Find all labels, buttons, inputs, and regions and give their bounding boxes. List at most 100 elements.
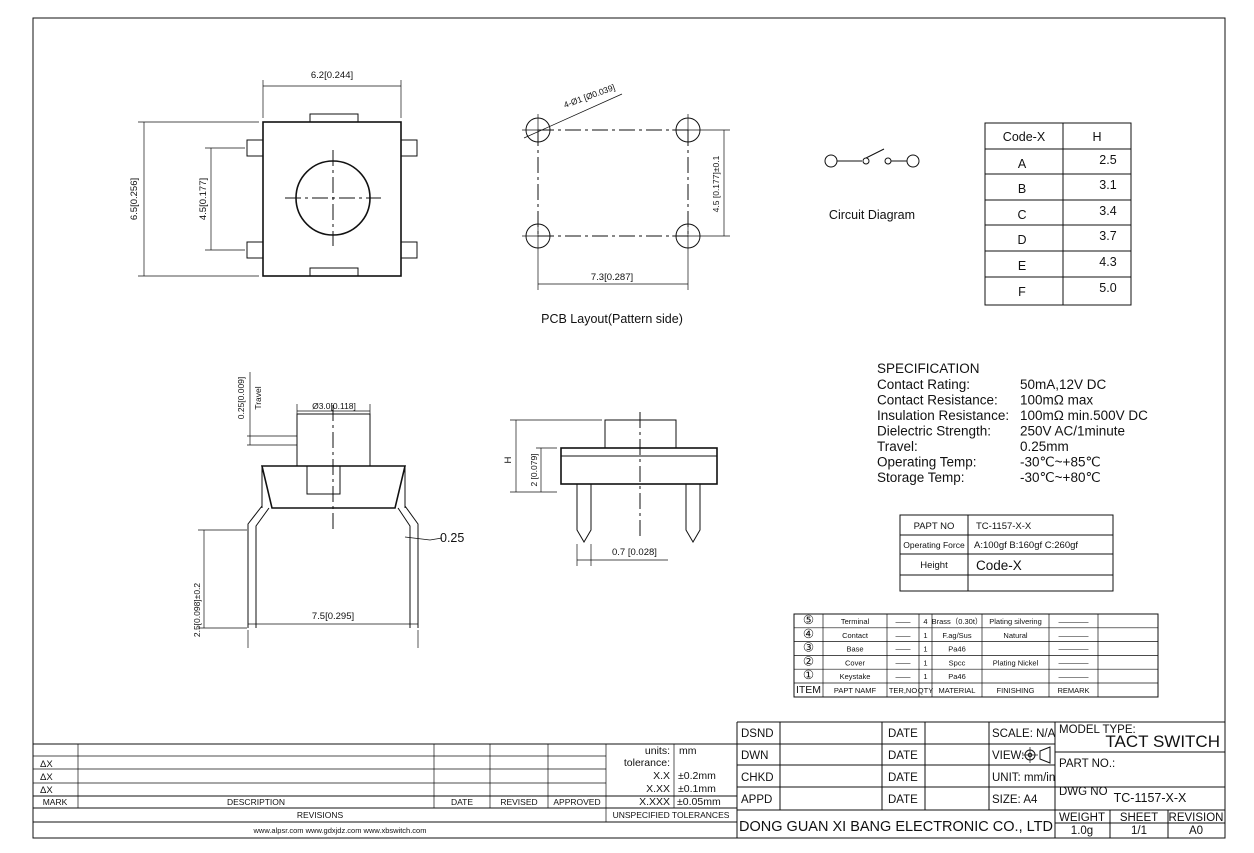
tolerance-footer: UNSPECIFIED TOLERANCES [613, 810, 730, 820]
side-view-profile: H 2 [0.079] 0.7 [0.028] [503, 412, 718, 566]
tolerance-key-2: X.XXX [639, 796, 670, 808]
spec-value: -30℃~+85℃ [1020, 455, 1101, 470]
switch-contact [865, 148, 885, 159]
dim-pcb-pitch-v: 4.5 [0.177]±0.1 [711, 155, 721, 212]
unit-label: UNIT: mm/in [992, 772, 1055, 784]
bom-cell: 1 [923, 645, 927, 654]
pcb-layout: 4-Ø1 [Ø0.039] 4.5 [0.177]±0.1 7.3[0.287]… [522, 82, 730, 326]
bom-cell: Pa46 [948, 672, 966, 681]
terminal-br [400, 241, 418, 259]
spec-value: 0.25mm [1020, 439, 1069, 454]
code-table-height: 2.5 [1099, 153, 1116, 167]
revision-websites: www.alpsr.com www.gdxjdz.com www.xbswitc… [253, 826, 427, 835]
spec-label: Contact Resistance: [877, 393, 998, 408]
tolerance-val-0: ±0.2mm [678, 770, 716, 782]
weight-value: 1.0g [1071, 825, 1093, 837]
spec-label: Operating Temp: [877, 455, 977, 470]
tolerance-label: tolerance: [624, 757, 670, 769]
bom-cell: ⑤ [803, 613, 814, 627]
bom-cell: F.ag/Sus [942, 631, 971, 640]
bom-cell: —— [896, 672, 912, 681]
scale-label: SCALE: N/A [992, 728, 1056, 740]
size-label: SIZE: A4 [992, 794, 1038, 806]
bom-cell: Terminal [841, 617, 870, 626]
view-label: VIEW: [992, 750, 1024, 762]
bom-cell: Natural [1003, 631, 1028, 640]
bom-header: MATERIAL [939, 686, 976, 695]
dim-pcb-pitch-h: 7.3[0.287] [591, 272, 633, 283]
pcb-caption: PCB Layout(Pattern side) [541, 312, 683, 326]
dim-top-height: 6.5[0.256] [129, 178, 140, 220]
date-label-0: DATE [888, 728, 918, 740]
bom-header: PAPT NAMF [834, 686, 877, 695]
dim-pcb-hole: 4-Ø1 [Ø0.039] [562, 82, 616, 110]
profile-lead-left [576, 484, 592, 543]
code-table-code: A [1018, 157, 1027, 171]
spec-title: SPECIFICATION [877, 361, 980, 376]
revision-delta-1: ΔX [40, 772, 53, 783]
bom-header: QTY [918, 686, 933, 695]
terminal-tl [246, 139, 264, 157]
top-tab [309, 113, 359, 123]
role-1: DWN [741, 750, 768, 762]
code-table-height: 5.0 [1099, 281, 1116, 295]
part-label-0: PAPT NO [914, 521, 955, 532]
dim-body-height: 2 [0.079] [529, 453, 539, 486]
bom-cell: ② [803, 654, 814, 668]
date-label-3: DATE [888, 794, 918, 806]
bom-cell: —— [896, 617, 912, 626]
part-table: PAPT NO TC-1157-X-X Operating Force A:10… [899, 514, 1114, 592]
spec-value: 100mΩ min.500V DC [1020, 408, 1148, 423]
date-label-2: DATE [888, 772, 918, 784]
bom-cell: ④ [803, 627, 814, 641]
terminal-tr [400, 139, 418, 157]
dim-lead-length: 2.5[0.098]±0.2 [192, 583, 202, 638]
bom-cell: ———— [1059, 658, 1090, 667]
pcb-hole-br [672, 220, 704, 252]
bom-cell: Plating Nickel [993, 658, 1039, 667]
spec-value: 250V AC/1minute [1020, 424, 1125, 439]
spec-value: 50mA,12V DC [1020, 377, 1107, 392]
bom-cell: Plating silvering [989, 617, 1042, 626]
sheet-label: SHEET [1120, 812, 1158, 824]
revision-approved-header: APPROVED [553, 797, 600, 807]
dim-button-dia: Ø3.0[0.118] [312, 401, 356, 411]
bom-cell: Contact [842, 631, 869, 640]
dim-top-width: 6.2[0.244] [311, 70, 353, 81]
front-body [260, 465, 407, 509]
sheet-value: 1/1 [1131, 825, 1147, 837]
dim-side-width: 7.5[0.295] [312, 611, 354, 622]
bom-cell: 1 [923, 658, 927, 667]
bom-cell: ———— [1059, 617, 1090, 626]
dim-travel: 0.25[0.009] [236, 377, 246, 420]
tolerance-units-value: mm [679, 745, 697, 757]
pcb-hole-tr [672, 114, 704, 146]
circuit-terminal-right [906, 154, 920, 168]
dim-height-symbol: H [503, 456, 514, 463]
bom-header: FINISHING [997, 686, 1035, 695]
code-table-code: F [1018, 285, 1026, 299]
part-label-2: Height [920, 560, 948, 571]
bom-cell: ① [803, 668, 814, 682]
code-table-code: C [1017, 208, 1026, 222]
specification: SPECIFICATION Contact Rating:50mA,12V DC… [877, 361, 1148, 485]
bom-cell: ———— [1059, 645, 1090, 654]
code-table-height: 4.3 [1099, 255, 1116, 269]
bom-cell: Keystake [840, 672, 871, 681]
bom-cell: —— [896, 631, 912, 640]
spec-label: Storage Temp: [877, 470, 965, 485]
tolerance-key-1: X.XX [646, 783, 670, 795]
switch-body-outline [262, 121, 402, 277]
revision-title: REVISIONS [297, 810, 344, 820]
sheet-border [32, 17, 1226, 839]
revision-delta-2: ΔX [40, 785, 53, 796]
tolerance-units-label: units: [645, 745, 670, 757]
spec-label: Insulation Resistance: [877, 408, 1009, 423]
revision-delta-0: ΔX [40, 759, 53, 770]
tolerance-val-1: ±0.1mm [678, 783, 716, 795]
dwg-no-label: DWG NO [1059, 786, 1108, 798]
revision-mark-header: MARK [43, 797, 68, 807]
